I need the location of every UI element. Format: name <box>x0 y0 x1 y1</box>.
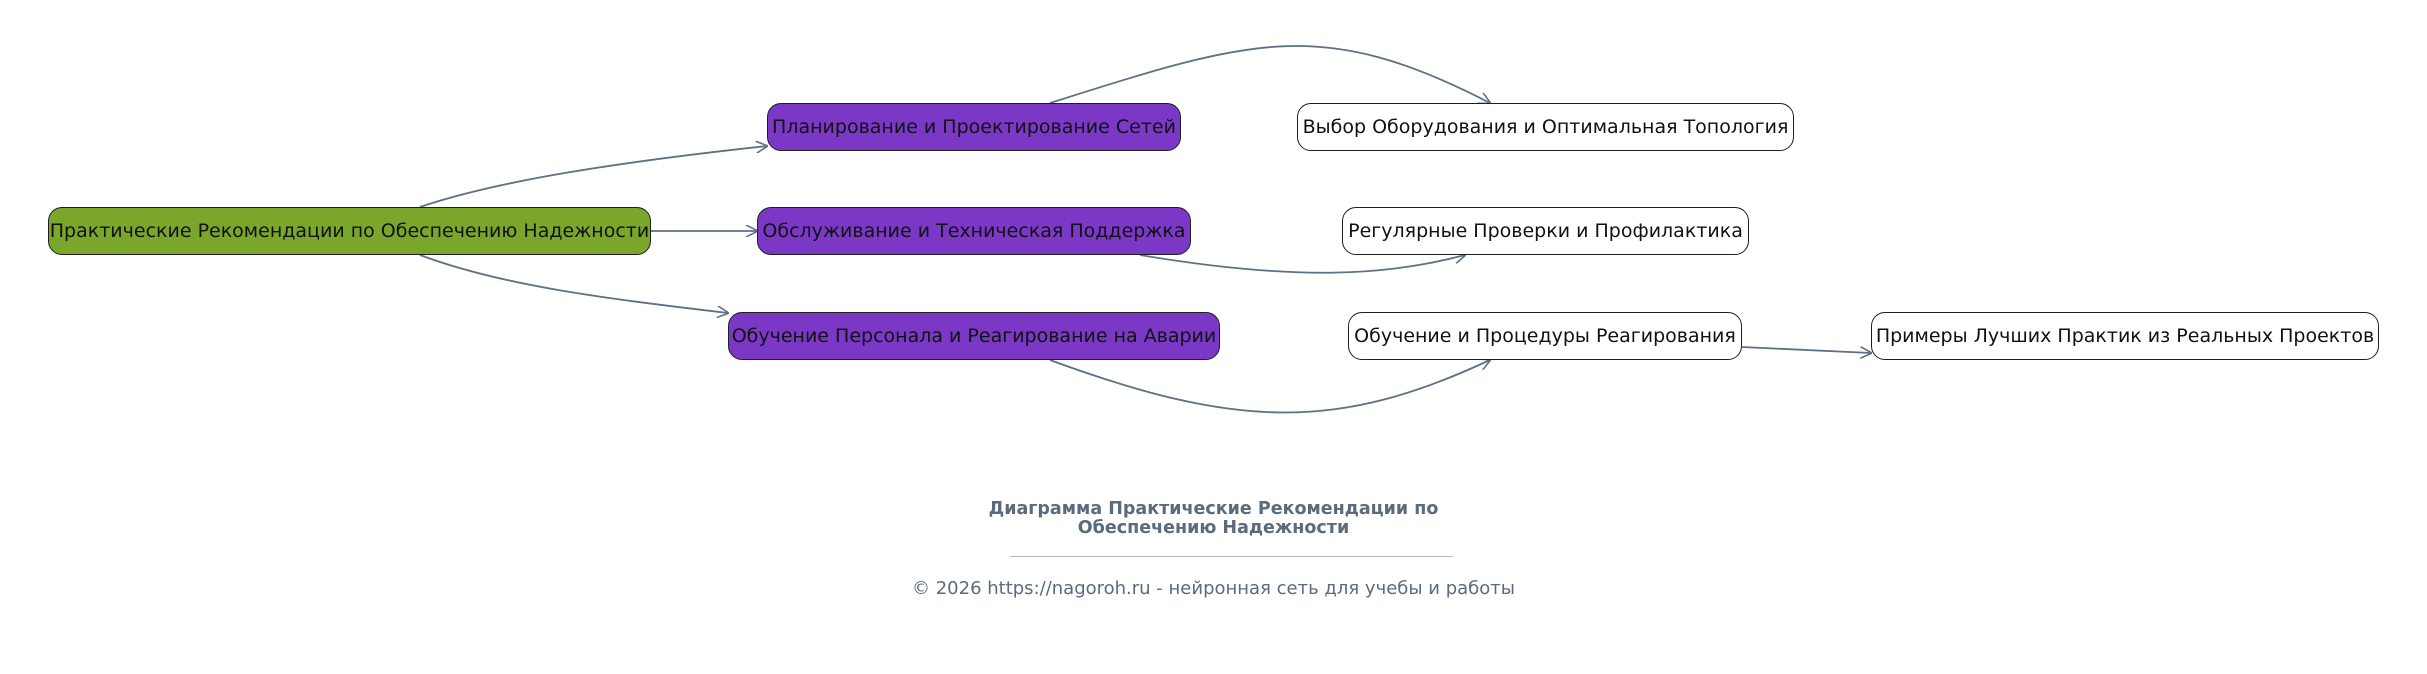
edge-procedures-to-best-practices <box>1741 346 1871 353</box>
leaf-node-equipment: Выбор Оборудования и Оптимальная Тополог… <box>1297 103 1794 151</box>
edge-planning-to-equipment <box>1049 45 1490 103</box>
edges-group <box>419 45 1871 414</box>
leaf-node-best-practices: Примеры Лучших Практик из Реальных Проек… <box>1871 312 2379 360</box>
branch-node-maintenance: Обслуживание и Техническая Поддержка <box>757 207 1191 255</box>
branch-node-planning: Планирование и Проектирование Сетей <box>767 103 1181 151</box>
caption-divider <box>1010 556 1453 557</box>
edge-root-to-training <box>419 254 728 313</box>
leaf-node-inspections: Регулярные Проверки и Профилактика <box>1342 207 1749 255</box>
caption-footer: © 2026 https://nagoroh.ru - нейронная се… <box>911 578 1515 599</box>
edge-maintenance-to-inspections <box>1139 255 1465 274</box>
caption-title-line-2: Обеспечению Надежности <box>1077 518 1350 538</box>
edge-training-to-procedures <box>1049 360 1490 414</box>
edge-root-to-planning <box>419 146 767 208</box>
root-node: Практические Рекомендации по Обеспечению… <box>48 207 651 255</box>
caption-title-line-1: Диаграмма Практические Рекомендации по <box>988 499 1439 519</box>
leaf-node-procedures: Обучение и Процедуры Реагирования <box>1348 312 1742 360</box>
diagram-caption-title: Диаграмма Практические Рекомендации по О… <box>0 500 2427 538</box>
branch-node-training: Обучение Персонала и Реагирование на Ава… <box>728 312 1220 360</box>
